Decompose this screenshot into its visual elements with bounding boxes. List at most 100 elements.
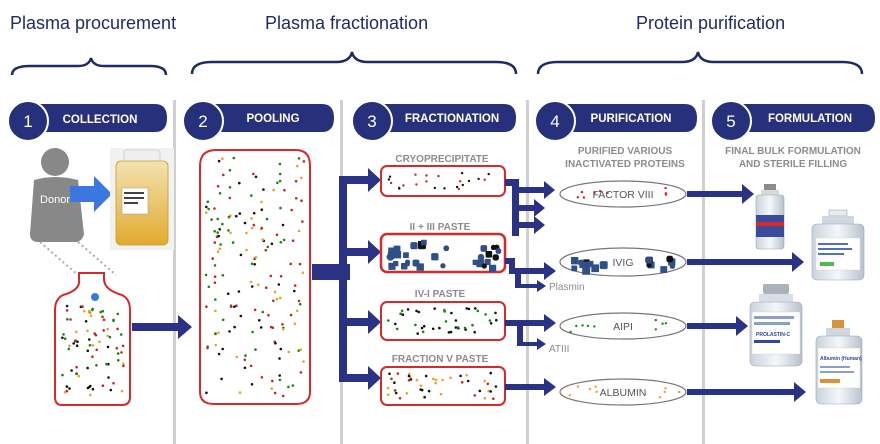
particle [252, 211, 256, 215]
formulation-caption-2: AND STERILE FILLING [739, 159, 848, 170]
product-particles [568, 385, 681, 399]
particle [231, 241, 235, 244]
particle [122, 364, 125, 368]
particle [478, 389, 482, 393]
particle [106, 327, 109, 331]
particle [221, 274, 225, 277]
particle [120, 389, 124, 393]
particle [84, 320, 88, 323]
particle [471, 323, 474, 327]
particle [279, 275, 283, 278]
particle [217, 331, 220, 335]
particle [106, 334, 110, 338]
particle [254, 175, 258, 179]
arrow-cryo-a [519, 181, 555, 199]
particle [606, 191, 609, 195]
donor-label: Donor [40, 194, 70, 206]
particle [235, 214, 238, 218]
particle [278, 378, 282, 382]
arrow-fractionv [505, 378, 556, 396]
fraction-box-cryo [380, 165, 506, 197]
particle [477, 254, 485, 261]
particle [91, 355, 94, 359]
particle [205, 305, 208, 309]
arrow-atiii [517, 323, 546, 350]
particle [459, 180, 462, 183]
bottle-particles [61, 304, 125, 397]
particle [250, 285, 254, 288]
product-label: ALBUMIN [600, 387, 647, 399]
purification-arrows [505, 179, 556, 396]
particle [222, 173, 225, 177]
particle [112, 382, 115, 385]
particle [120, 351, 123, 354]
particle [593, 325, 596, 328]
particle [253, 308, 257, 312]
particle [416, 332, 420, 335]
particle [297, 229, 301, 233]
particle [115, 346, 119, 350]
particle [654, 318, 657, 322]
particle [571, 265, 578, 272]
step-circle [351, 100, 393, 142]
particle [299, 371, 303, 374]
brace-purification [536, 51, 864, 75]
particle [439, 392, 443, 396]
step-label: FRACTIONATION [405, 113, 499, 125]
step-number: 3 [367, 112, 376, 131]
particle [463, 326, 467, 330]
step-bar [364, 104, 516, 132]
particle [579, 261, 586, 268]
particle [282, 327, 285, 331]
particle [387, 319, 390, 322]
particle [415, 309, 418, 313]
particle [660, 266, 668, 273]
particle [101, 315, 104, 319]
step-banner-2: 2 POOLING [182, 100, 334, 142]
particle [260, 200, 263, 204]
purification-caption-2: INACTIVATED PROTEINS [565, 159, 685, 170]
particle [298, 262, 302, 266]
arrow-albumin [687, 382, 806, 402]
particle [424, 374, 428, 378]
particle [433, 307, 437, 310]
particle [645, 256, 653, 264]
particle [226, 292, 230, 296]
particle [229, 305, 233, 309]
particle [229, 231, 232, 235]
particle [228, 330, 231, 333]
particle [461, 183, 464, 187]
particle [243, 366, 247, 370]
particle [483, 396, 487, 400]
particle [293, 284, 297, 287]
particle [205, 391, 208, 395]
tank-outline [199, 149, 311, 405]
particle [664, 186, 667, 190]
particle [272, 299, 275, 303]
jar-cap [123, 149, 161, 163]
particle [389, 181, 393, 185]
particle [425, 174, 428, 177]
particle [273, 391, 277, 395]
particle [232, 156, 236, 160]
particle [244, 354, 247, 357]
particle [216, 250, 220, 253]
particle [271, 379, 274, 383]
purification-caption-1: PURIFIED VARIOUS [578, 146, 673, 157]
particle [221, 318, 225, 322]
particle [401, 313, 405, 317]
particle [278, 179, 282, 183]
particle [404, 261, 410, 267]
particle [582, 196, 586, 199]
particle [465, 307, 469, 310]
particle [666, 255, 673, 263]
particle [449, 376, 452, 380]
particle [86, 386, 90, 390]
vial-aipi-label: PROLASTIN-C [756, 332, 791, 338]
product-ellipse [559, 378, 687, 406]
particle [437, 174, 440, 178]
particle [228, 186, 232, 189]
particle [294, 197, 298, 200]
particle [425, 180, 428, 183]
particle [293, 322, 297, 326]
